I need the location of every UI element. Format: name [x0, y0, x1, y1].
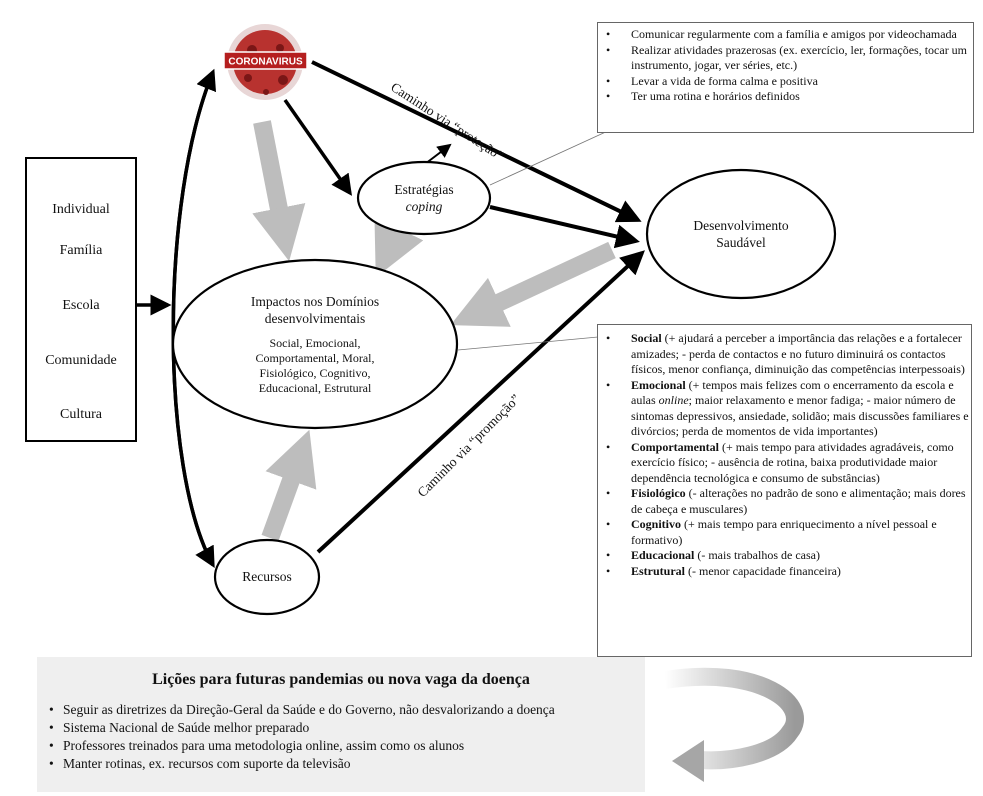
domain-term: Social	[631, 331, 662, 345]
list-item: Professores treinados para uma metodolog…	[49, 737, 555, 755]
list-item: Manter rotinas, ex. recursos com suporte…	[49, 755, 555, 773]
domain-term: Cognitivo	[631, 517, 682, 531]
node-resources	[213, 538, 321, 616]
impacts-details-box: Social (+ ajudará a perceber a importânc…	[597, 324, 972, 657]
gray-arrow-virus-impacts	[252, 120, 306, 262]
coping-label: Estratégias coping	[360, 181, 488, 215]
list-item: Estrutural (- menor capacidade financeir…	[598, 564, 971, 580]
list-item: Educacional (- mais trabalhos de casa)	[598, 548, 971, 564]
domain-term: Emocional	[631, 377, 686, 392]
domain-text: (- menor capacidade financeira)	[685, 563, 841, 578]
node-impacts	[171, 258, 459, 430]
domain-text: (+ tempos mais felizes com o encerrament…	[631, 377, 954, 408]
factor-individual: Individual	[52, 202, 110, 217]
list-item: Comunicar regularmente com a família e a…	[598, 27, 973, 43]
domain-text: (- alterações no padrão de sono e alimen…	[631, 486, 966, 516]
return-arrow-icon	[663, 667, 804, 782]
coping-strategies-list: Comunicar regularmente com a família e a…	[598, 23, 973, 105]
lessons-title: Lições para futuras pandemias ou nova va…	[152, 671, 530, 688]
arrow-coping-healthy	[489, 205, 640, 249]
domain-text: (+ ajudará a perceber a importância das …	[631, 331, 965, 376]
list-item: Fisiológico (- alterações no padrão de s…	[598, 486, 971, 517]
list-item: Sistema Nacional de Saúde melhor prepara…	[49, 719, 555, 737]
domain-term: Comportamental	[631, 439, 719, 454]
factor-culture: Cultura	[60, 407, 102, 422]
list-item: Comportamental (+ mais tempo para ativid…	[598, 440, 971, 487]
arrow-coping-up	[424, 143, 452, 165]
coping-line2: coping	[405, 199, 443, 214]
domain-text: (+ mais tempo para atividades agradáveis…	[631, 439, 954, 485]
healthy-line1: Desenvolvimento	[693, 218, 789, 233]
node-healthy	[645, 168, 837, 300]
domain-term: Estrutural	[631, 563, 685, 578]
domain-text: (- mais trabalhos de casa)	[694, 548, 820, 562]
factor-family: Família	[59, 243, 103, 258]
domain-text: (+ mais tempo para enriquecimento a níve…	[631, 517, 937, 547]
connector-impacts-box	[457, 336, 599, 351]
impacts-label: Impactos nos Domínios desenvolvimentais …	[195, 293, 435, 396]
list-item: Seguir as diretrizes da Direção-Geral da…	[49, 701, 555, 719]
list-item: Realizar atividades prazerosas (ex. exer…	[598, 43, 973, 74]
domain-text: ; maior relaxamento e menor fadiga; - ma…	[631, 393, 969, 438]
impacts-domain-line: Fisiológico, Cognitivo,	[259, 366, 371, 380]
list-item: Ter uma rotina e horários definidos	[598, 89, 973, 105]
impacts-domain-line: Social, Emocional,	[269, 336, 361, 350]
domain-term: Fisiológico	[631, 486, 686, 500]
impacts-domain-line: Comportamental, Moral,	[255, 351, 375, 365]
resources-label: Recursos	[242, 569, 292, 584]
list-item: Cognitivo (+ mais tempo para enriquecime…	[598, 517, 971, 548]
lessons-box: Lições para futuras pandemias ou nova va…	[37, 657, 645, 792]
coping-line1: Estratégias	[394, 182, 454, 197]
arrow-corona-healthy	[311, 60, 642, 223]
list-item: Social (+ ajudará a perceber a importânc…	[598, 331, 971, 378]
domain-term: Educacional	[631, 548, 695, 562]
gray-arrow-resources-impacts	[261, 429, 317, 542]
lessons-list: Seguir as diretrizes da Direção-Geral da…	[49, 701, 555, 773]
factor-community: Comunidade	[45, 353, 117, 368]
impacts-details-list: Social (+ ajudará a perceber a importânc…	[598, 325, 971, 579]
factor-school: Escola	[62, 298, 100, 313]
arrow-corona-resources	[171, 71, 215, 569]
coping-strategies-box: Comunicar regularmente com a família e a…	[597, 22, 974, 133]
list-item: Levar a vida de forma calma e positiva	[598, 74, 973, 90]
coronavirus-image: CORONAVIRUS	[223, 24, 308, 100]
arrow-resources-healthy	[316, 250, 645, 554]
impacts-title-line2: desenvolvimentais	[264, 311, 366, 326]
impacts-title-line1: Impactos nos Domínios	[250, 294, 380, 309]
connector-coping-box	[489, 129, 611, 186]
domain-text-italic: online	[658, 393, 689, 407]
factors-box: Individual Família Escola Comunidade Cul…	[25, 157, 137, 442]
gray-arrow-healthy-impacts	[450, 241, 616, 327]
impacts-domain-line: Educacional, Estrutural	[258, 381, 372, 395]
healthy-label: Desenvolvimento Saudável	[660, 217, 822, 251]
coronavirus-label: CORONAVIRUS	[228, 57, 303, 68]
healthy-line2: Saudável	[716, 235, 766, 250]
impacts-domains: Social, Emocional, Comportamental, Moral…	[195, 336, 435, 396]
arrow-corona-coping	[283, 98, 353, 196]
node-coping	[356, 160, 492, 236]
list-item: Emocional (+ tempos mais felizes com o e…	[598, 378, 971, 440]
